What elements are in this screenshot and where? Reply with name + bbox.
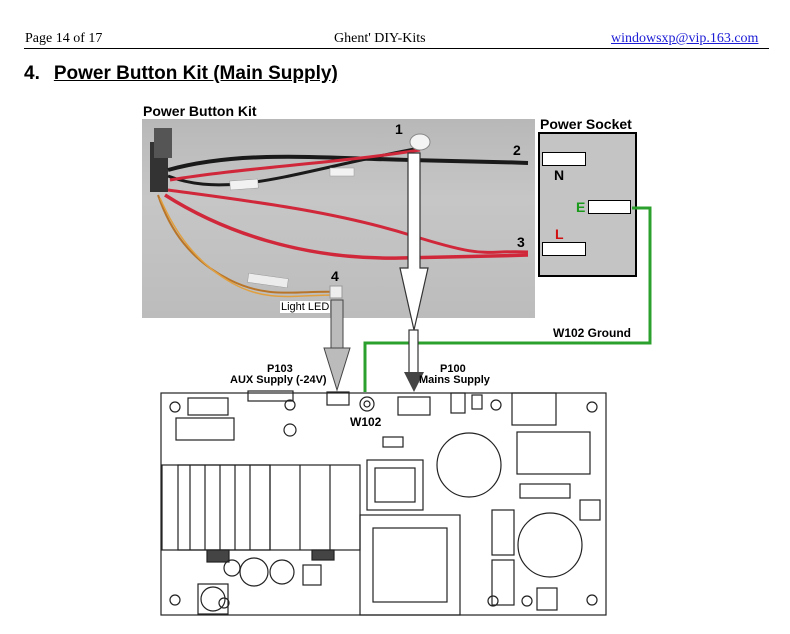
light-led-label: Light LED <box>280 301 331 313</box>
section-heading: 4. Power Button Kit (Main Supply) <box>24 63 338 85</box>
socket-slot-n <box>542 152 586 166</box>
ground-wire <box>363 206 652 392</box>
kit-label: Power Button Kit <box>143 103 257 119</box>
arrow-p100 <box>399 152 429 392</box>
p100-id: P100 <box>440 363 466 375</box>
callout-4: 4 <box>331 268 339 284</box>
p103-id: P103 <box>267 363 293 375</box>
callout-2: 2 <box>513 142 521 158</box>
callout-1: 1 <box>395 121 403 137</box>
socket-slot-e <box>588 200 631 214</box>
document-title: Ghent' DIY-Kits <box>334 31 426 46</box>
w102-label: W102 <box>350 415 382 429</box>
switch-knob <box>154 128 172 158</box>
terminal-l: L <box>555 226 564 242</box>
socket-slot-l <box>542 242 586 256</box>
terminal-e: E <box>576 199 586 215</box>
ground-label: W102 Ground <box>553 326 632 340</box>
arrow-p103 <box>323 299 351 392</box>
callout-3: 3 <box>517 234 525 250</box>
section-title: Power Button Kit (Main Supply) <box>53 63 338 84</box>
email-link[interactable]: windowsxp@vip.163.com <box>611 31 759 46</box>
socket-label: Power Socket <box>540 116 632 132</box>
p103-name: AUX Supply (-24V) <box>230 374 327 386</box>
terminal-n: N <box>554 167 565 183</box>
page-number: Page 14 of 17 <box>25 31 103 46</box>
p100-name: Mains Supply <box>419 374 490 386</box>
section-number: 4. <box>24 63 40 84</box>
header-rule <box>24 48 769 49</box>
photo-wires <box>150 128 529 299</box>
pcb-board <box>160 390 607 616</box>
